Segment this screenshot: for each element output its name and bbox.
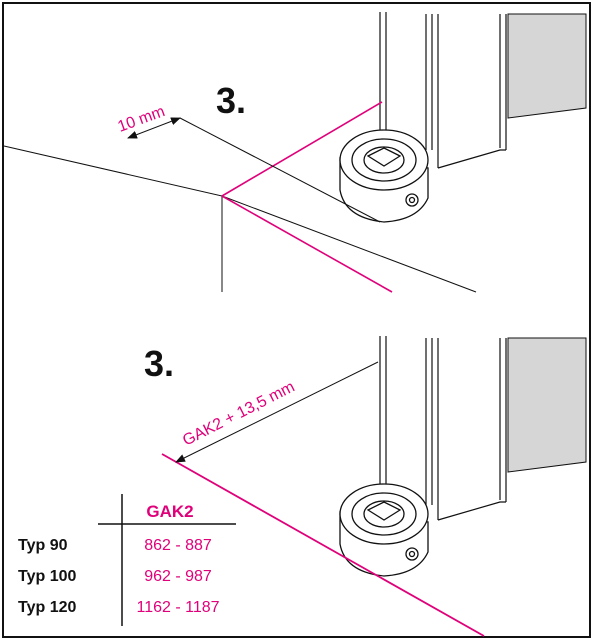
step-number-bottom: 3. (144, 343, 174, 384)
table-row-label: Typ 120 (18, 599, 77, 616)
glass-panel (507, 13, 587, 119)
table-row-label: Typ 100 (18, 568, 77, 585)
table-row-value: 1162 - 1187 (136, 599, 219, 616)
marking-line (161, 453, 485, 637)
marking-lines (221, 101, 393, 293)
table-row-value: 962 - 987 (144, 568, 212, 585)
glass-panel (507, 337, 587, 473)
dimension-label-bottom: GAK2 + 13,5 mm (180, 378, 297, 449)
dimension-arrow (175, 361, 379, 463)
diagram-frame (2, 2, 591, 638)
dimension-label-top: 10 mm (116, 103, 168, 136)
dimension-10mm (127, 117, 381, 223)
frame-profile (379, 12, 507, 169)
top-panel: 10 mm 3. (3, 12, 587, 293)
frame-profile (379, 336, 507, 521)
step-number-top: 3. (216, 80, 246, 121)
table-header: GAK2 (146, 502, 193, 521)
pivot-hinge (339, 483, 429, 577)
gak2-table: GAK2 Typ 90 862 - 887 Typ 100 962 - 987 … (18, 494, 236, 626)
table-row-value: 862 - 887 (144, 537, 212, 554)
bottom-panel: GAK2 + 13,5 mm 3. GAK2 Typ 90 862 - 887 … (18, 336, 587, 637)
table-row-label: Typ 90 (18, 537, 68, 554)
pivot-hinge (339, 129, 429, 223)
